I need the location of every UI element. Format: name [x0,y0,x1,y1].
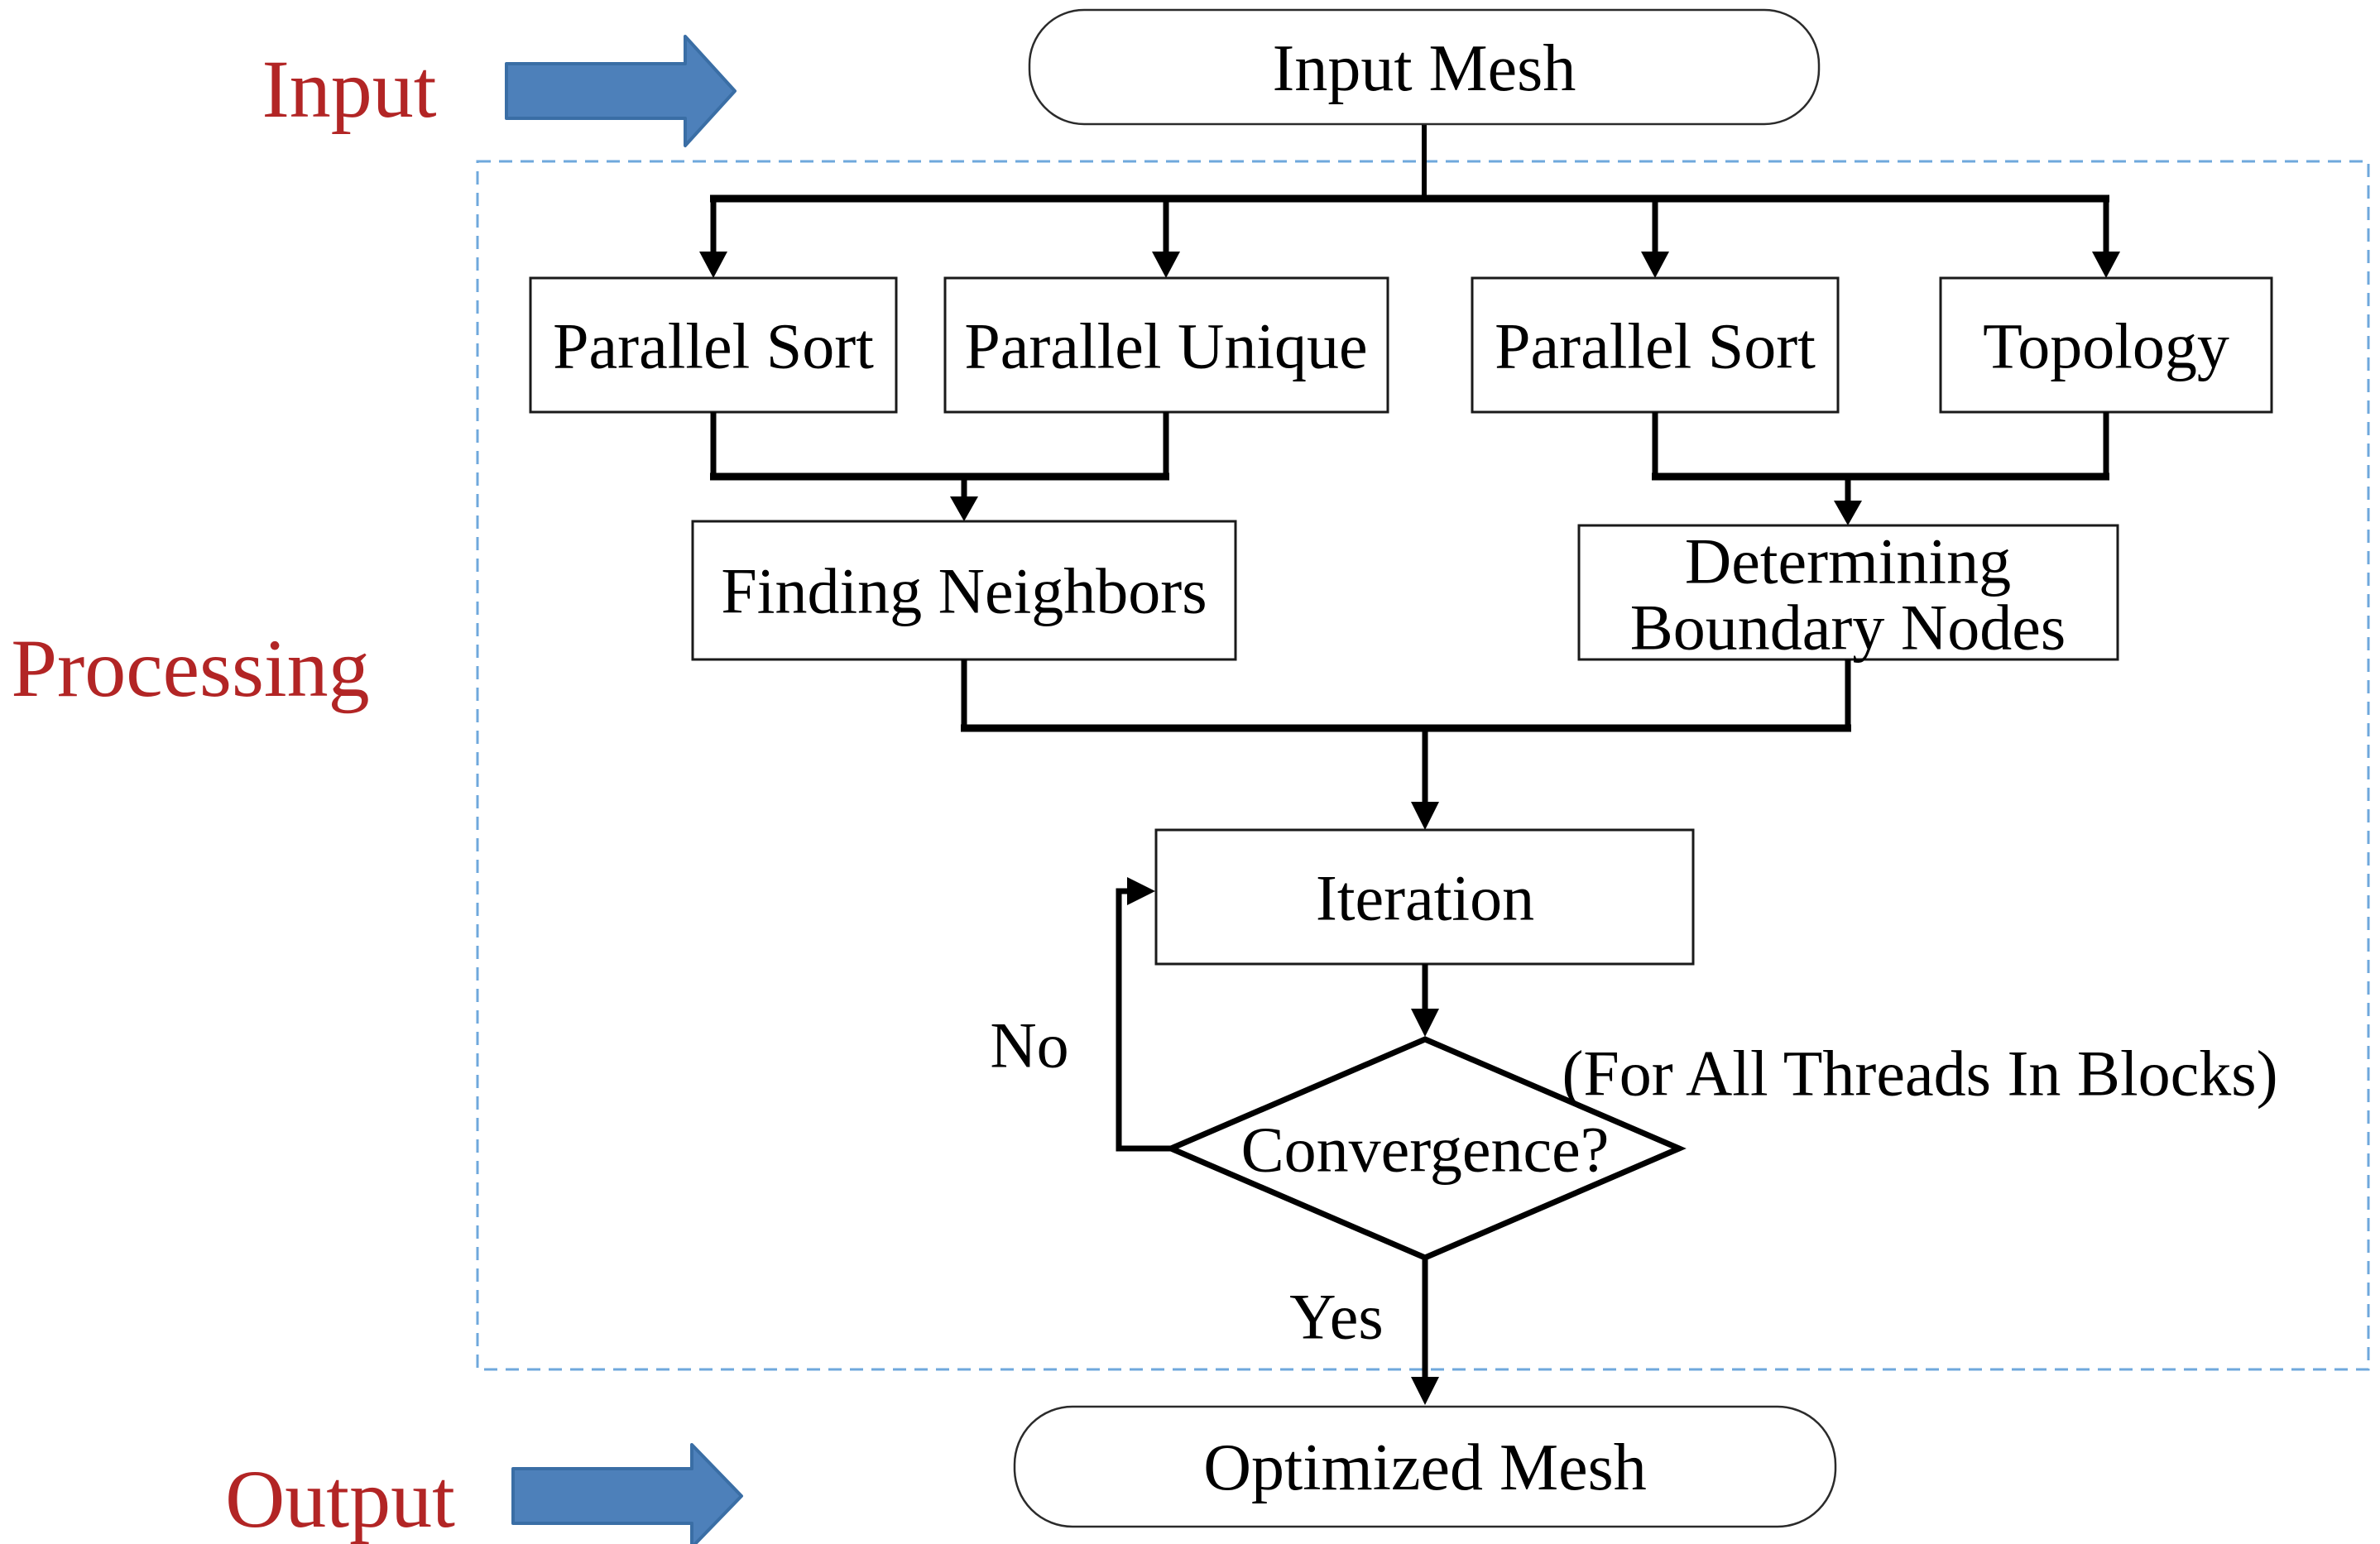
node-iteration-label: Iteration [1316,861,1534,933]
input-stage-arrow-icon [505,35,737,147]
arrowhead-parallel-sort-right [1641,252,1669,278]
node-finding-neighbors [691,520,1237,661]
processing-region-border [476,160,2370,1371]
node-determining-boundary-label-line2: Boundary Nodes [1630,591,2066,663]
node-parallel-sort-left-label: Parallel Sort [553,309,874,381]
node-parallel-unique [943,276,1389,414]
node-parallel-sort-right [1471,276,1840,414]
node-determining-boundary-label-line1: Determining [1685,525,2011,597]
node-determining-boundary [1577,524,2119,661]
node-optimized-mesh [1013,1405,1837,1528]
node-input-mesh [1028,8,1821,126]
arrowhead-finding-neighbors [950,496,978,521]
node-topology-label: Topology [1983,309,2229,381]
node-finding-neighbors-label: Finding Neighbors [721,554,1207,626]
arrowhead-topology [2092,252,2120,278]
node-convergence-label: Convergence? [1241,1113,1610,1185]
arrowhead-no-loop [1127,877,1155,905]
node-parallel-unique-label: Parallel Unique [964,309,1367,381]
node-parallel-sort-right-label: Parallel Sort [1495,309,1816,381]
stage-label-input: Input [262,43,436,135]
branch-label-no: No [990,1009,1068,1081]
stage-label-processing: Processing [11,622,369,714]
stage-label-output: Output [225,1453,455,1544]
edge-no-loop [1116,888,1171,1152]
arrowhead-iteration [1411,802,1439,830]
node-input-mesh-label: Input Mesh [1273,32,1576,105]
arrowhead-determining [1834,501,1862,525]
node-iteration [1154,828,1695,966]
threads-annotation: (For All Threads In Blocks) [1562,1037,2277,1109]
branch-label-yes: Yes [1289,1280,1384,1352]
node-optimized-mesh-label: Optimized Mesh [1203,1431,1646,1504]
arrowhead-parallel-sort-left [699,252,727,278]
arrowhead-parallel-unique [1152,252,1180,278]
node-topology [1939,276,2273,414]
output-stage-arrow-icon [511,1443,743,1544]
arrowhead-optimized-mesh [1411,1377,1439,1405]
arrowhead-convergence [1411,1009,1439,1037]
